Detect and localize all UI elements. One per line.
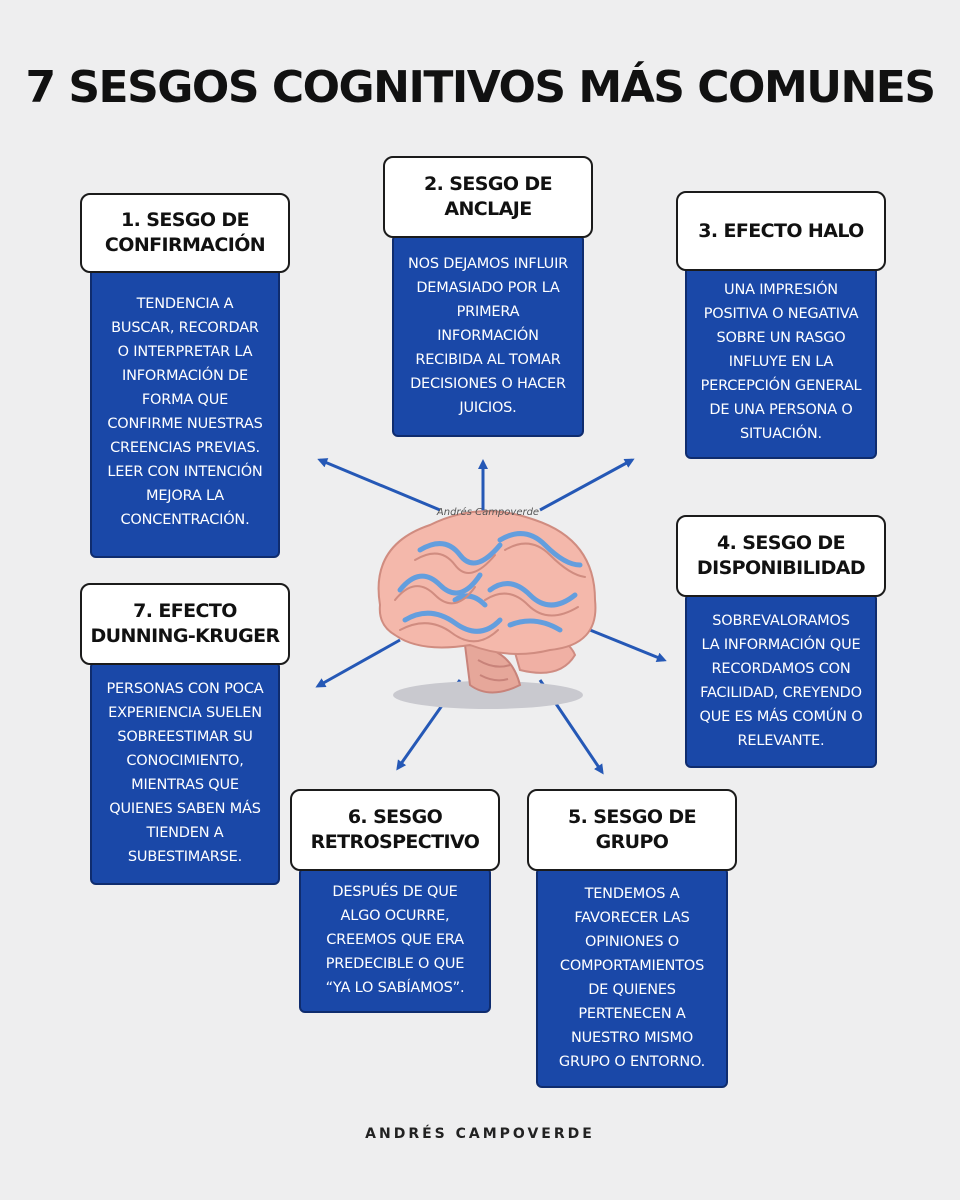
bias-6-title: 6. SESGO RETROSPECTIVO xyxy=(290,789,500,871)
bias-1-title: 1. SESGO DE CONFIRMACIÓN xyxy=(80,193,290,273)
brain-watermark: Andrés Campoverde xyxy=(436,506,539,518)
arrow-to-bias-1 xyxy=(317,458,441,512)
bias-card-5: 5. SESGO DE GRUPO TENDEMOS A FAVORECER L… xyxy=(527,789,737,1088)
page-title: 7 SESGOS COGNITIVOS MÁS COMUNES xyxy=(25,62,936,113)
bias-7-description: PERSONAS CON POCA EXPERIENCIA SUELEN SOB… xyxy=(90,661,280,885)
brain-illustration: Andrés Campoverde xyxy=(377,506,597,709)
bias-3-title: 3. EFECTO HALO xyxy=(676,191,886,271)
bias-card-6: 6. SESGO RETROSPECTIVO DESPUÉS DE QUE AL… xyxy=(290,789,500,1013)
bias-2-title: 2. SESGO DE ANCLAJE xyxy=(383,156,593,238)
bias-card-2: 2. SESGO DE ANCLAJE NOS DEJAMOS INFLUIR … xyxy=(383,156,593,437)
arrow-to-bias-3 xyxy=(539,458,635,512)
bias-card-1: 1. SESGO DE CONFIRMACIÓN TENDENCIA A BUS… xyxy=(80,193,290,558)
bias-1-description: TENDENCIA A BUSCAR, RECORDAR O INTERPRET… xyxy=(90,266,280,558)
arrow-to-bias-7 xyxy=(315,638,401,688)
bias-4-description: SOBREVALORAMOS LA INFORMACIÓN QUE RECORD… xyxy=(685,593,877,768)
bias-7-title: 7. EFECTO DUNNING-KRUGER xyxy=(80,583,290,665)
author-footer: ANDRÉS CAMPOVERDE xyxy=(365,1126,595,1142)
bias-5-description: TENDEMOS A FAVORECER LAS OPINIONES O COM… xyxy=(536,867,728,1088)
bias-card-4: 4. SESGO DE DISPONIBILIDAD SOBREVALORAMO… xyxy=(676,515,886,768)
bias-3-description: UNA IMPRESIÓN POSITIVA O NEGATIVA SOBRE … xyxy=(685,265,877,459)
bias-5-title: 5. SESGO DE GRUPO xyxy=(527,789,737,871)
bias-6-description: DESPUÉS DE QUE ALGO OCURRE, CREEMOS QUE … xyxy=(299,867,491,1013)
bias-2-description: NOS DEJAMOS INFLUIR DEMASIADO POR LA PRI… xyxy=(392,234,584,437)
bias-card-3: 3. EFECTO HALO UNA IMPRESIÓN POSITIVA O … xyxy=(676,191,886,459)
arrow-to-bias-4 xyxy=(589,628,667,663)
bias-card-7: 7. EFECTO DUNNING-KRUGER PERSONAS CON PO… xyxy=(80,583,290,885)
bias-4-title: 4. SESGO DE DISPONIBILIDAD xyxy=(676,515,886,597)
